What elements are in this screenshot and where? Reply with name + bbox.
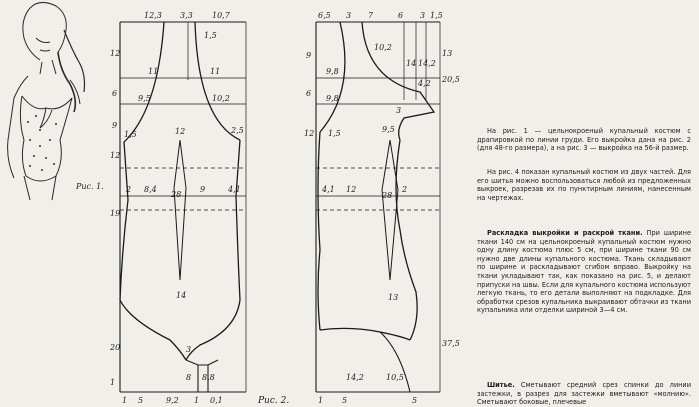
p2-label-6: 3 xyxy=(396,106,401,115)
paragraph-two-piece: На рис. 4 показан купальный костюм из дв… xyxy=(477,168,691,202)
p2-label-9: 4,1 xyxy=(321,185,335,194)
heading-sewing: Шитье. xyxy=(487,381,515,389)
p2-top-3: 6 xyxy=(398,11,403,20)
p1-label-1: 11 xyxy=(148,67,158,76)
p2-right-1: 20,5 xyxy=(441,75,460,84)
p1-left-2: 9 xyxy=(112,121,117,130)
p2-label-15: 10,5 xyxy=(386,373,404,382)
p2-top-0: 6,5 xyxy=(318,11,331,20)
p1-bottom-3: 1 xyxy=(194,396,199,405)
heading-cutting: Раскладка выкройки и раскрой ткани. xyxy=(487,229,643,237)
p2-label-3: 14 xyxy=(406,59,416,68)
p2-left-2: 12 xyxy=(304,129,314,138)
p1-top-1: 3,3 xyxy=(180,11,193,20)
paragraph-two-piece-text: На рис. 4 показан купальный костюм из дв… xyxy=(477,168,691,202)
p1-left-1: 6 xyxy=(112,89,117,98)
p2-label-14: 14,2 xyxy=(346,373,364,382)
paragraph-sewing-text: Сметывают средний срез спинки до линии з… xyxy=(477,381,691,407)
p2-label-10: 12 xyxy=(346,185,356,194)
paragraph-intro: На рис. 1 — цельнокроеный купальный кост… xyxy=(477,127,691,153)
p1-left-0: 12 xyxy=(110,49,120,58)
p1-bottom-1: 5 xyxy=(138,396,143,405)
caption-fig2: Рис. 2. xyxy=(257,396,289,406)
model-sketch xyxy=(7,2,86,201)
p1-left-5: 20 xyxy=(109,343,120,352)
paragraph-intro-text: На рис. 1 — цельнокроеный купальный кост… xyxy=(477,127,691,153)
p2-label-5: 4,2 xyxy=(417,79,431,88)
p2-bottom-2: 5 xyxy=(412,396,417,405)
p1-label-0: 1,5 xyxy=(204,31,217,40)
paragraph-cutting-text: При ширине ткани 140 см на цельнокроеный… xyxy=(477,229,691,315)
p2-label-11: 28 xyxy=(381,191,392,200)
p2-bottom-0: 1 xyxy=(318,396,323,405)
p1-left-6: 1 xyxy=(110,378,115,387)
p2-label-8: 1,5 xyxy=(328,129,341,138)
p1-label-5: 1,5 xyxy=(124,130,137,139)
p1-bottom-4: 0,1 xyxy=(210,396,223,405)
p1-bottom-0: 1 xyxy=(122,396,127,405)
pattern-1-labels: 12,3 3,3 10,7 12 6 9 12 19 20 1 1,5 11 1… xyxy=(109,11,244,405)
p1-label-9: 8,4 xyxy=(144,185,157,194)
p1-left-3: 12 xyxy=(110,151,120,160)
p1-label-10: 9 xyxy=(200,185,205,194)
p2-left-1: 6 xyxy=(306,89,311,98)
pattern-figure: Рис. 1. 12,3 3,3 10,7 12 6 9 12 19 20 1 … xyxy=(7,2,460,406)
p2-right-2: 37,5 xyxy=(442,339,460,348)
p2-label-13: 13 xyxy=(388,293,398,302)
p1-label-6: 2,5 xyxy=(230,126,244,135)
p2-top-5: 1,5 xyxy=(430,11,443,20)
p1-label-11: 4,1 xyxy=(227,185,241,194)
p1-top-2: 10,7 xyxy=(212,11,231,20)
p1-label-14: 3 xyxy=(186,345,191,354)
p2-left-0: 9 xyxy=(306,51,311,60)
p2-bottom-1: 5 xyxy=(342,396,347,405)
p2-label-4: 14,2 xyxy=(418,59,436,68)
p2-top-2: 7 xyxy=(368,11,374,20)
p2-label-0: 10,2 xyxy=(374,43,392,52)
p2-label-1: 9,8 xyxy=(326,67,339,76)
p2-top-1: 3 xyxy=(346,11,351,20)
p2-label-12: 2 xyxy=(401,185,407,194)
pattern-2 xyxy=(315,21,441,393)
p1-label-4: 10,2 xyxy=(212,94,230,103)
caption-fig1: Рис. 1. xyxy=(75,182,104,191)
pattern-2-labels: 6,5 3 7 6 3 1,5 9 6 12 10,2 9,8 9,8 14 1… xyxy=(304,11,460,405)
p2-label-2: 9,8 xyxy=(326,94,339,103)
p1-label-13: 14 xyxy=(176,291,186,300)
pattern-1 xyxy=(119,21,247,393)
p1-label-16: 8,8 xyxy=(202,373,215,382)
p1-label-7: 12 xyxy=(175,127,185,136)
p1-label-3: 9,5 xyxy=(138,94,151,103)
p1-left-4: 19 xyxy=(110,209,120,218)
p1-label-2: 11 xyxy=(210,67,220,76)
p1-label-8: 2 xyxy=(125,185,131,194)
p1-top-0: 12,3 xyxy=(144,11,162,20)
swimsuit-pattern-dots xyxy=(27,115,57,171)
p1-label-12: 28 xyxy=(170,190,181,199)
p2-label-7: 9,5 xyxy=(382,125,395,134)
p2-right-0: 13 xyxy=(442,49,452,58)
paragraph-cutting: Раскладка выкройки и раскрой ткани. При … xyxy=(477,229,691,315)
p1-label-15: 8 xyxy=(186,373,191,382)
paragraph-sewing: Шитье. Сметывают средний срез спинки до … xyxy=(477,381,691,407)
p2-top-4: 3 xyxy=(420,11,425,20)
p1-bottom-2: 9,2 xyxy=(166,396,179,405)
